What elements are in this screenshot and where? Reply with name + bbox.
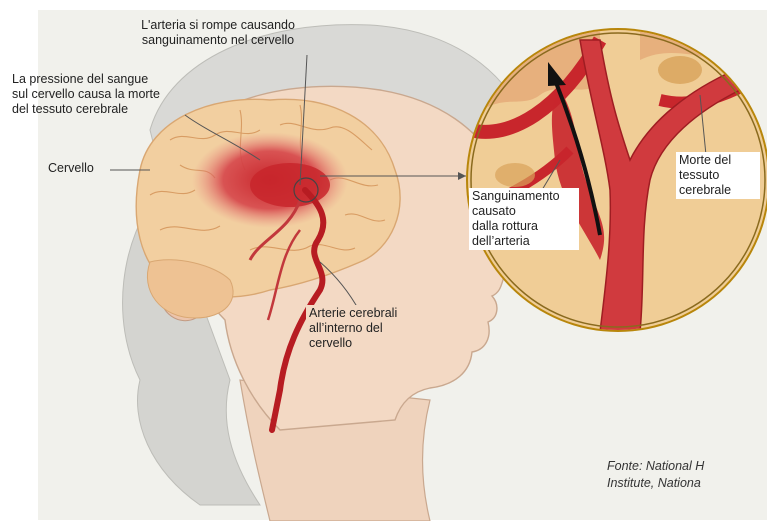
brain-label: Cervello bbox=[48, 161, 94, 176]
tissue-death-label: Morte del tessuto cerebrale bbox=[676, 152, 760, 199]
rupture-label: L'arteria si rompe causando sanguinament… bbox=[118, 18, 318, 48]
bleeding-label: Sanguinamento causato dalla rottura dell… bbox=[469, 188, 579, 250]
source-credit: Fonte: National H Institute, Nationa bbox=[607, 458, 767, 492]
arteries-label: Arterie cerebrali all’interno del cervel… bbox=[306, 305, 430, 352]
pressure-label: La pressione del sangue sul cervello cau… bbox=[12, 72, 212, 117]
